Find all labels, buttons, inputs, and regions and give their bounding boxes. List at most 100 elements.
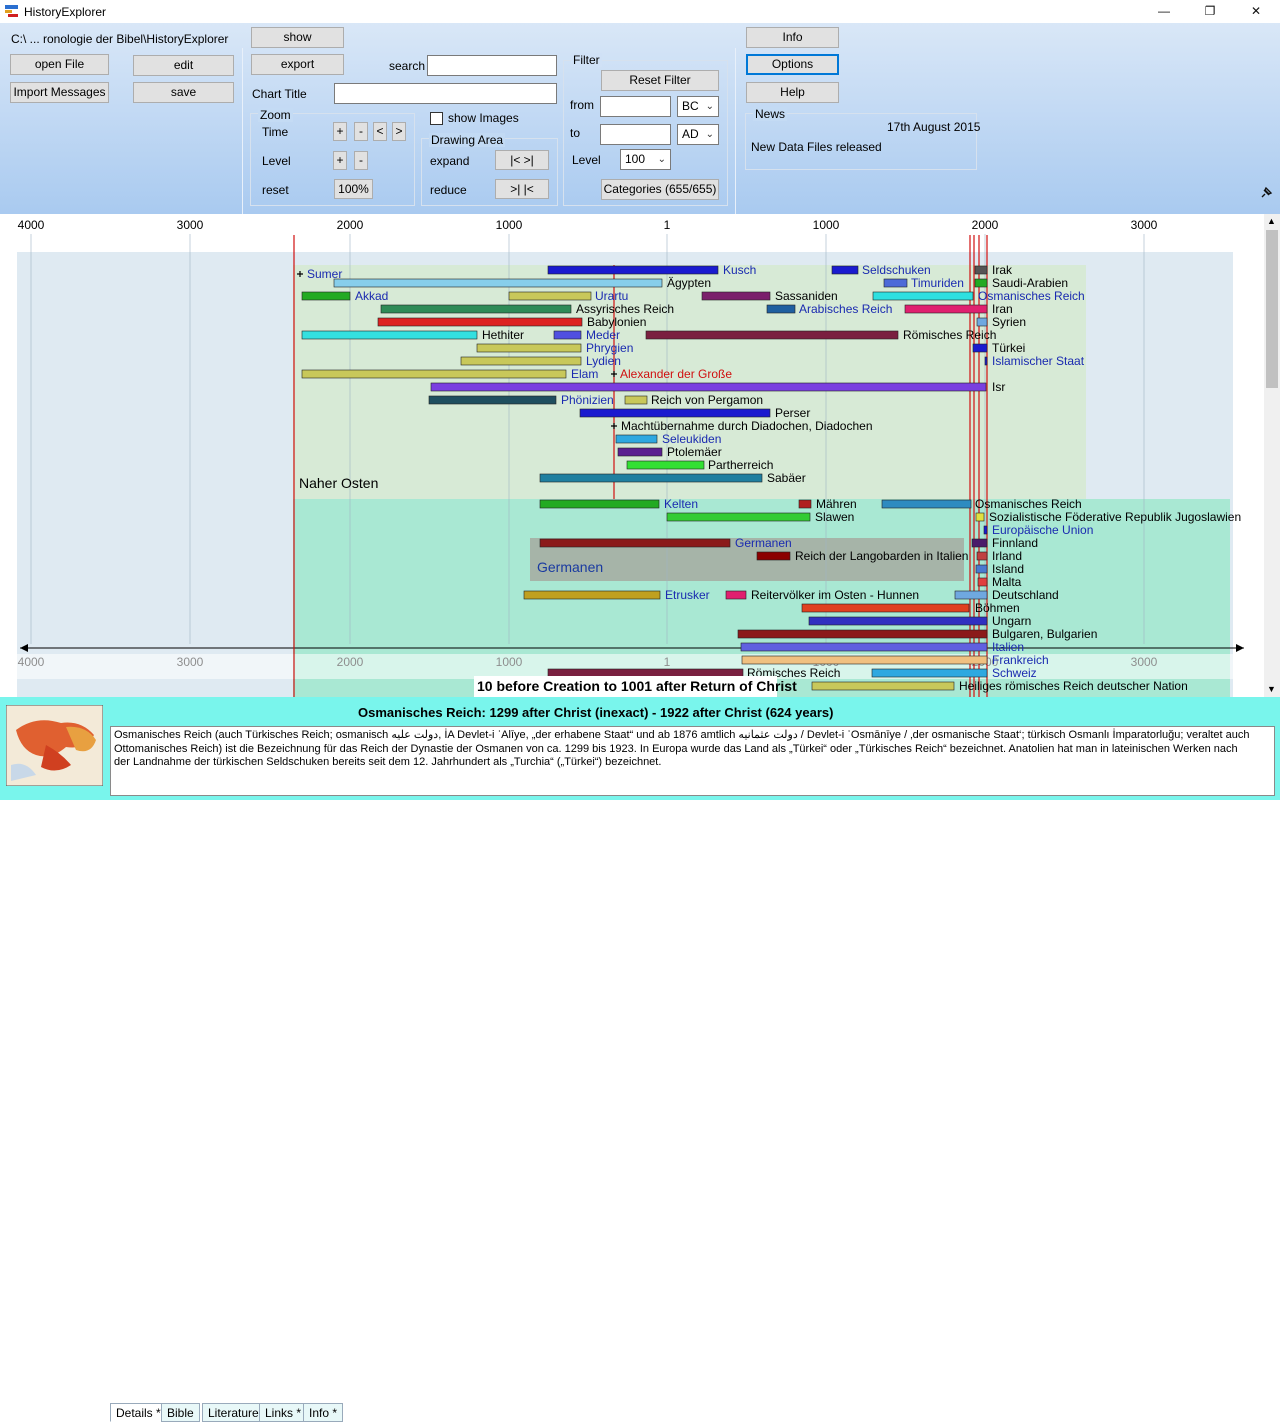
timeline-bar[interactable] bbox=[428, 395, 557, 405]
timeline-bar[interactable] bbox=[645, 330, 899, 340]
to-era-select[interactable]: AD⌄ bbox=[677, 124, 719, 145]
timeline-bar[interactable] bbox=[974, 278, 988, 288]
timeline-bar[interactable] bbox=[333, 278, 663, 288]
to-input[interactable] bbox=[600, 124, 671, 145]
help-button[interactable]: Help bbox=[746, 82, 839, 103]
timeline-bar-label[interactable]: Irland bbox=[992, 549, 1022, 563]
timeline-bar[interactable] bbox=[971, 538, 988, 548]
timeline-bar[interactable] bbox=[801, 603, 970, 613]
from-era-select[interactable]: BC⌄ bbox=[677, 96, 719, 117]
timeline-bar[interactable] bbox=[954, 590, 988, 600]
time-scroll-right-button[interactable]: > bbox=[392, 122, 406, 141]
minimize-button[interactable]: — bbox=[1158, 4, 1170, 18]
search-input[interactable] bbox=[427, 55, 557, 76]
timeline-bar[interactable] bbox=[701, 291, 771, 301]
level-select[interactable]: 100⌄ bbox=[620, 149, 671, 170]
timeline-bar[interactable] bbox=[508, 291, 592, 301]
timeline-bar[interactable] bbox=[476, 343, 582, 353]
timeline-bar-label[interactable]: Böhmen bbox=[975, 601, 1020, 615]
timeline-bar-label[interactable]: Kelten bbox=[664, 497, 698, 511]
timeline-bar[interactable] bbox=[539, 538, 731, 548]
close-button[interactable]: ✕ bbox=[1250, 4, 1262, 18]
timeline-bar[interactable] bbox=[737, 629, 988, 639]
timeline-bar-label[interactable]: Reich von Pergamon bbox=[651, 393, 763, 407]
timeline-bar-label[interactable]: Saudi-Arabien bbox=[992, 276, 1068, 290]
timeline-bar[interactable] bbox=[301, 330, 478, 340]
timeline-bar[interactable] bbox=[975, 512, 985, 522]
timeline-bar-label[interactable]: Ägypten bbox=[667, 276, 711, 290]
timeline-bar[interactable] bbox=[539, 473, 763, 483]
timeline-bar-label[interactable]: Phrygien bbox=[586, 341, 633, 355]
timeline-bar-label[interactable]: Osmanisches Reich bbox=[975, 497, 1082, 511]
reset-zoom-button[interactable]: 100% bbox=[334, 179, 373, 199]
timeline-bar[interactable] bbox=[523, 590, 661, 600]
categories-button[interactable]: Categories (655/655) bbox=[601, 179, 719, 200]
timeline-bar[interactable] bbox=[460, 356, 582, 366]
timeline-bar[interactable] bbox=[301, 291, 351, 301]
timeline-bar[interactable] bbox=[617, 447, 663, 457]
timeline-bar[interactable] bbox=[380, 304, 572, 314]
timeline-bar[interactable] bbox=[553, 330, 582, 340]
timeline-bar-label[interactable]: Sumer bbox=[307, 267, 342, 281]
tab-links[interactable]: Links * bbox=[259, 1403, 308, 1422]
import-messages-button[interactable]: Import Messages bbox=[10, 82, 109, 103]
pin-icon[interactable] bbox=[1259, 186, 1273, 200]
show-images-checkbox[interactable] bbox=[430, 112, 443, 125]
timeline-bar-label[interactable]: Iran bbox=[992, 302, 1013, 316]
timeline-bar-label[interactable]: Seldschuken bbox=[862, 263, 931, 277]
timeline-bar-label[interactable]: Ptolemäer bbox=[667, 445, 722, 459]
timeline-bar[interactable] bbox=[974, 265, 988, 275]
timeline-bar[interactable] bbox=[808, 616, 988, 626]
tab-literature[interactable]: Literature bbox=[202, 1403, 265, 1422]
save-button[interactable]: save bbox=[133, 82, 234, 103]
reduce-button[interactable]: >| |< bbox=[495, 179, 549, 199]
tab-bible[interactable]: Bible bbox=[161, 1403, 200, 1422]
time-zoom-in-button[interactable]: + bbox=[333, 122, 347, 141]
timeline-bar[interactable] bbox=[881, 499, 972, 509]
timeline-bar[interactable] bbox=[626, 460, 705, 470]
timeline-bar[interactable] bbox=[377, 317, 583, 327]
timeline-bar-label[interactable]: Heiliges römisches Reich deutscher Natio… bbox=[959, 679, 1188, 693]
timeline-bar-label[interactable]: Arabisches Reich bbox=[799, 302, 892, 316]
timeline-bar[interactable] bbox=[579, 408, 771, 418]
timeline-bar-label[interactable]: Hethiter bbox=[482, 328, 524, 342]
timeline-bar[interactable] bbox=[976, 317, 988, 327]
timeline-bar[interactable] bbox=[666, 512, 811, 522]
timeline-bar-label[interactable]: Seleukiden bbox=[662, 432, 721, 446]
timeline-bar-label[interactable]: Syrien bbox=[992, 315, 1026, 329]
timeline-bar-label[interactable]: Sozialistische Föderative Republik Jugos… bbox=[989, 510, 1241, 524]
timeline-bar[interactable] bbox=[976, 551, 988, 561]
timeline-bar[interactable] bbox=[301, 369, 567, 379]
timeline-bar-label[interactable]: Alexander der Große bbox=[620, 367, 732, 381]
from-input[interactable] bbox=[600, 96, 671, 117]
timeline-bar-label[interactable]: Ungarn bbox=[992, 614, 1031, 628]
timeline-canvas[interactable]: 4000400030003000200020001000100011100010… bbox=[0, 214, 1264, 697]
level-zoom-in-button[interactable]: + bbox=[333, 151, 347, 170]
timeline-bar-label[interactable]: Malta bbox=[992, 575, 1022, 589]
chart-title-input[interactable] bbox=[334, 83, 557, 104]
show-button[interactable]: show bbox=[251, 27, 344, 48]
scroll-up-icon[interactable]: ▲ bbox=[1267, 216, 1276, 226]
timeline-bar[interactable] bbox=[871, 668, 988, 678]
timeline-bar-label[interactable]: Phönizien bbox=[561, 393, 614, 407]
vertical-scrollbar[interactable]: ▲ ▼ bbox=[1264, 214, 1280, 697]
timeline-chart[interactable]: 4000400030003000200020001000100011100010… bbox=[0, 214, 1264, 697]
timeline-bar-label[interactable]: Slawen bbox=[815, 510, 854, 524]
timeline-bar-label[interactable]: Osmanisches Reich bbox=[978, 289, 1085, 303]
timeline-bar[interactable] bbox=[741, 655, 988, 665]
level-zoom-out-button[interactable]: - bbox=[354, 151, 368, 170]
timeline-bar-label[interactable]: Schweiz bbox=[992, 666, 1037, 680]
timeline-bar[interactable] bbox=[766, 304, 796, 314]
edit-button[interactable]: edit bbox=[133, 55, 234, 76]
timeline-bar[interactable] bbox=[547, 668, 744, 678]
timeline-bar-label[interactable]: Bulgaren, Bulgarien bbox=[992, 627, 1097, 641]
timeline-bar-label[interactable]: Machtübernahme durch Diadochen, Diadoche… bbox=[621, 419, 873, 433]
timeline-bar[interactable] bbox=[984, 356, 988, 366]
timeline-bar[interactable] bbox=[740, 642, 988, 652]
time-zoom-out-button[interactable]: - bbox=[354, 122, 368, 141]
export-button[interactable]: export bbox=[251, 54, 344, 75]
timeline-bar-label[interactable]: Finnland bbox=[992, 536, 1038, 550]
maximize-button[interactable]: ❐ bbox=[1204, 4, 1216, 18]
timeline-bar[interactable] bbox=[872, 291, 974, 301]
options-button[interactable]: Options bbox=[746, 54, 839, 75]
